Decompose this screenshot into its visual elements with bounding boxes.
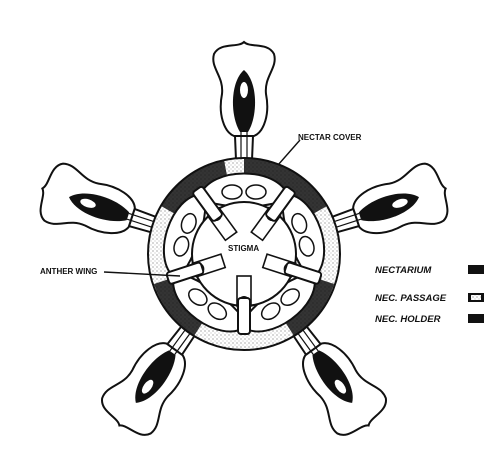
legend-label-nec-holder: NEC. HOLDER <box>375 314 441 325</box>
legend-label-nectarium: NECTARIUM <box>375 265 432 276</box>
legend-swatch-nectarium <box>468 265 484 274</box>
stigma-label: STIGMA <box>228 244 259 253</box>
nectar-cover-leader <box>278 140 300 165</box>
nectar-cover-label: NECTAR COVER <box>298 133 362 142</box>
legend-label-nec-passage: NEC. PASSAGE <box>375 293 447 304</box>
anther-wing-label: ANTHER WING <box>40 267 97 276</box>
corolla <box>148 158 340 350</box>
legend-swatch-nec-holder <box>468 314 484 323</box>
legend: NECTARIUM NEC. PASSAGE NEC. HOLDER <box>375 265 484 325</box>
